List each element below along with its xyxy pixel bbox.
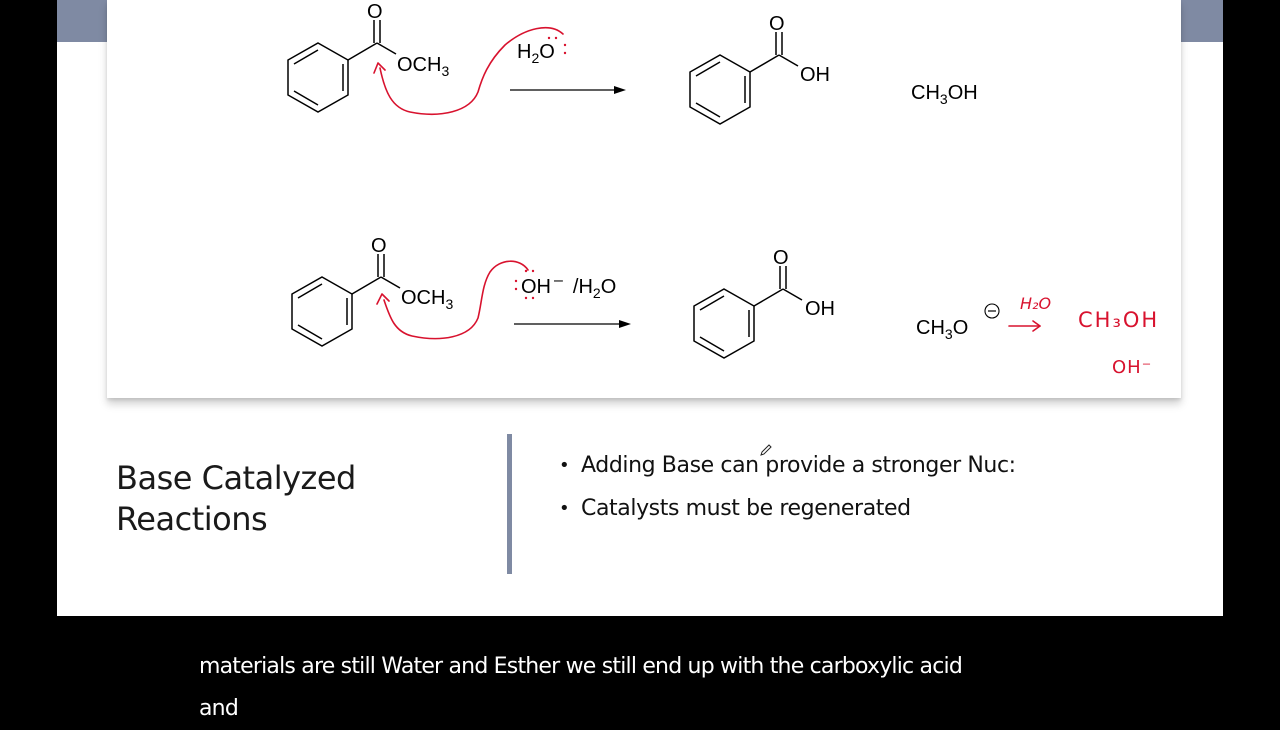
ester2-carbonyl-o: O — [371, 235, 387, 257]
vertical-divider — [507, 434, 512, 574]
reaction-arrow-1 — [510, 86, 626, 94]
lone-pair-dots-1 — [547, 36, 567, 55]
acid1-oh: OH — [800, 64, 830, 86]
bullet-item: • Adding Base can provide a stronger Nuc: — [557, 446, 1016, 489]
reagent-hydroxide: OH–/H2O — [521, 272, 616, 301]
bullet-dot-icon: • — [559, 455, 570, 476]
methyl-benzoate-2 — [291, 254, 401, 347]
handwritten-arrow — [1008, 320, 1041, 332]
electron-push-arrow-1 — [379, 26, 564, 115]
reaction-arrow-2 — [514, 320, 631, 328]
handwritten-oh-minus: OH⁻ — [1112, 357, 1152, 378]
caption-line-1: materials are still Water and Esther we … — [199, 654, 963, 679]
slide-title-line-2: Reactions — [116, 500, 268, 538]
ester2-och3: OCH3 — [401, 287, 453, 312]
methyl-benzoate-1 — [287, 20, 397, 113]
acid2-carbonyl-o: O — [773, 247, 789, 269]
benzoic-acid-2 — [693, 266, 803, 359]
methanol-product-1: CH3OH — [911, 82, 978, 107]
handwritten-ch3oh: CH₃OH — [1078, 308, 1159, 332]
slide: O OCH3 H2O — [57, 0, 1223, 616]
negative-charge-icon — [984, 303, 1000, 319]
reagent-water: H2O — [517, 41, 555, 66]
acid1-carbonyl-o: O — [769, 13, 785, 35]
bullet-list: • Adding Base can provide a stronger Nuc:… — [557, 446, 1016, 532]
reaction-diagram: O OCH3 H2O — [287, 1, 1159, 378]
lone-pair-dots-2 — [514, 269, 535, 300]
benzoic-acid-1 — [689, 32, 799, 125]
bullet-item: • Catalysts must be regenerated — [557, 489, 1016, 532]
bullet-text: Adding Base can provide a stronger Nuc: — [581, 453, 1016, 478]
bullet-text: Catalysts must be regenerated — [581, 496, 911, 521]
ester1-carbonyl-o: O — [367, 1, 383, 23]
slide-title: Base Catalyzed Reactions — [116, 458, 496, 540]
pen-cursor-icon — [760, 444, 772, 456]
reaction-diagram-card: O OCH3 H2O — [107, 0, 1181, 398]
video-caption: materials are still Water and Esther we … — [199, 646, 1199, 730]
ester1-och3: OCH3 — [397, 54, 449, 79]
handwritten-h2o: H₂O — [1020, 294, 1051, 313]
arrowhead-1 — [373, 62, 386, 74]
slide-title-line-1: Base Catalyzed — [116, 459, 356, 497]
electron-push-arrow-2 — [383, 260, 529, 340]
bullet-dot-icon: • — [559, 498, 570, 519]
arrowhead-2 — [376, 293, 390, 305]
methoxide-product: CH3O — [916, 317, 968, 342]
caption-line-2: and — [199, 696, 239, 721]
acid2-oh: OH — [805, 298, 835, 320]
